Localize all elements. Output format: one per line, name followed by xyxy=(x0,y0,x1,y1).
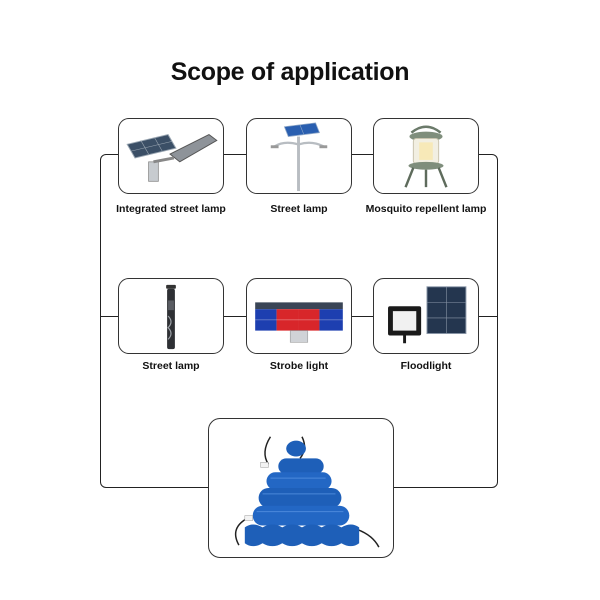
label-floodlight: Floodlight xyxy=(400,360,452,372)
garden-pole-lamp-icon xyxy=(166,284,176,350)
card-strobe-light xyxy=(246,278,352,354)
label-strobe-light: Strobe light xyxy=(269,360,329,372)
label-street-lamp-2: Street lamp xyxy=(142,360,200,372)
battery-pack-icon xyxy=(234,436,380,548)
strobe-light-icon xyxy=(255,302,343,343)
integrated-street-lamp-icon xyxy=(126,134,218,182)
card-floodlight xyxy=(373,278,479,354)
card-integrated-street-lamp xyxy=(118,118,224,194)
page-title: Scope of application xyxy=(170,58,410,86)
floodlight-icon xyxy=(388,286,467,344)
solar-street-lamp-icon xyxy=(270,122,328,192)
card-mosquito-lamp xyxy=(373,118,479,194)
label-mosquito-lamp: Mosquito repellent lamp xyxy=(365,203,487,215)
card-garden-pole-lamp xyxy=(118,278,224,354)
label-integrated-street-lamp: Integrated street lamp xyxy=(116,203,226,215)
card-solar-street-lamp xyxy=(246,118,352,194)
card-battery-pack xyxy=(208,418,394,558)
mosquito-lamp-icon xyxy=(404,125,448,188)
label-street-lamp-1: Street lamp xyxy=(270,203,328,215)
